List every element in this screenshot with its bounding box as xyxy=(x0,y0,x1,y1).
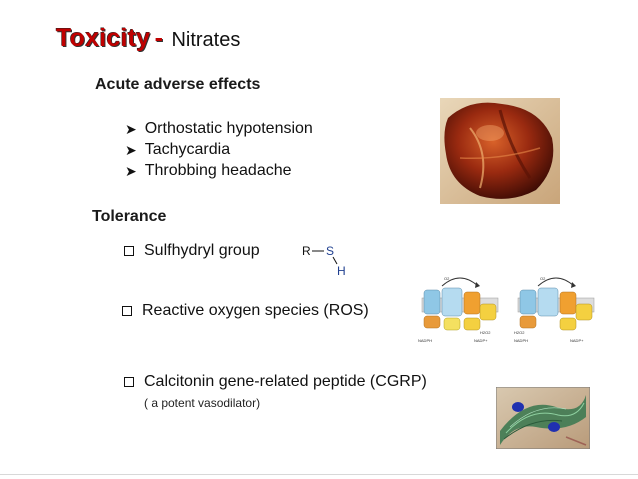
tolerance-item-label: Calcitonin gene-related peptide (CGRP) xyxy=(144,373,427,390)
title-dash: - xyxy=(154,24,163,52)
title-subtitle: Nitrates xyxy=(171,29,241,51)
cell-micrograph-image xyxy=(496,387,590,449)
slide-title: Toxicity - Nitrates xyxy=(56,24,240,53)
diagram-label: H2O2 xyxy=(480,330,491,335)
tolerance-item-label: Reactive oxygen species (ROS) xyxy=(142,302,369,319)
arrow-bullet-icon: ➤ xyxy=(125,120,137,137)
arrow-bullet-icon: ➤ xyxy=(125,141,137,158)
diagram-label: NADP+ xyxy=(474,338,488,343)
title-main: Toxicity xyxy=(56,24,151,52)
structure-r: R xyxy=(302,244,311,258)
diagram-label: O2 xyxy=(540,276,546,281)
diagram-label: NADPH xyxy=(418,338,432,343)
acute-item-label: Orthostatic hypotension xyxy=(144,120,313,137)
acute-item: ➤ Orthostatic hypotension xyxy=(125,120,313,138)
tolerance-item: Reactive oxygen species (ROS) xyxy=(122,302,369,320)
heart-image xyxy=(440,98,560,204)
checkbox-bullet-icon xyxy=(124,377,134,387)
acute-item: ➤ Tachycardia xyxy=(125,141,230,159)
acute-heading: Acute adverse effects xyxy=(95,76,261,93)
footer-divider xyxy=(0,474,638,475)
structure-h: H xyxy=(337,264,346,278)
structure-s: S xyxy=(326,244,334,258)
acute-item-label: Throbbing headache xyxy=(144,162,292,179)
tolerance-item: Sulfhydryl group xyxy=(124,242,260,260)
sulfhydryl-structure: R S H xyxy=(302,242,362,278)
acute-item: ➤ Throbbing headache xyxy=(125,162,292,180)
diagram-label: H2O2 xyxy=(514,330,525,335)
tolerance-item: Calcitonin gene-related peptide (CGRP) xyxy=(124,373,427,391)
acute-item-label: Tachycardia xyxy=(144,141,231,158)
tolerance-item-label: Sulfhydryl group xyxy=(144,242,260,259)
diagram-label: NADPH xyxy=(514,338,528,343)
tolerance-heading: Tolerance xyxy=(92,208,167,225)
checkbox-bullet-icon xyxy=(124,246,134,256)
nox-family-diagram: NADPH NADP+ H2O2 O2 xyxy=(510,268,602,348)
cgrp-note: ( a potent vasodilator) xyxy=(144,396,261,410)
checkbox-bullet-icon xyxy=(122,306,132,316)
diagram-label: O2 xyxy=(444,276,450,281)
arrow-bullet-icon: ➤ xyxy=(125,162,137,179)
diagram-label: NADP+ xyxy=(570,338,584,343)
nadph-oxidase-diagram: NADPH NADP+ H2O2 O2 xyxy=(414,268,506,348)
